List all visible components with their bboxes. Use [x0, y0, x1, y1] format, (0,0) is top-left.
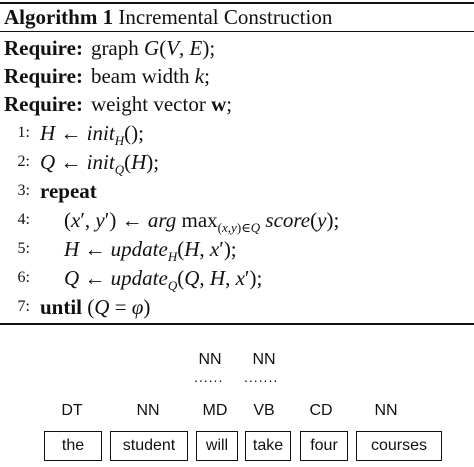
pos-tag: CD	[309, 402, 333, 419]
word-box: will	[196, 431, 238, 461]
step-code: (x′, y′) ← arg max(x,y)∈Q score(y);	[64, 208, 340, 236]
pos-tag: DT	[61, 402, 83, 419]
bottom-rule	[0, 323, 474, 325]
word-box: courses	[356, 431, 442, 461]
require-text: weight vector w;	[90, 92, 233, 116]
until-keyword: until	[40, 295, 83, 319]
require-line-graph: Require: graph G(V, E);	[4, 35, 215, 61]
step-number: 6:	[17, 269, 30, 286]
candidate-dots: ......	[194, 369, 224, 385]
step-number: 2:	[17, 153, 30, 170]
top-rule	[0, 2, 474, 4]
algorithm-label: Algorithm 1	[4, 5, 114, 29]
algorithm-name: Incremental Construction	[118, 5, 333, 29]
algorithm-title: Algorithm 1 Incremental Construction	[4, 4, 332, 30]
step-number: 7:	[17, 298, 30, 315]
require-line-beam: Require: beam width k;	[4, 63, 210, 89]
step-code: Q ← initQ(H);	[40, 150, 160, 178]
step-code: H ← updateH(H, x′);	[64, 237, 237, 265]
word-box: the	[44, 431, 102, 461]
step-number: 1:	[17, 124, 30, 141]
step-number: 4:	[17, 211, 30, 228]
require-line-weight: Require: weight vector w;	[4, 91, 232, 117]
require-text: beam width k;	[90, 64, 210, 88]
require-keyword: Require:	[4, 92, 83, 116]
require-keyword: Require:	[4, 36, 83, 60]
word-box: take	[245, 431, 291, 461]
step-code: Q ← updateQ(Q, H, x′);	[64, 266, 263, 294]
step-code: H ← initH();	[40, 121, 144, 149]
repeat-keyword: repeat	[40, 179, 97, 203]
pos-tag: VB	[253, 402, 275, 419]
word-box: four	[300, 431, 348, 461]
candidate-tag: NN	[198, 351, 222, 368]
step-code: until (Q = φ)	[40, 295, 151, 319]
require-text: graph G(V, E);	[90, 36, 216, 60]
pos-tag: NN	[136, 402, 160, 419]
candidate-tag: NN	[252, 351, 276, 368]
word-box: student	[110, 431, 188, 461]
pos-tag: MD	[202, 402, 228, 419]
step-number: 5:	[17, 240, 30, 257]
candidate-dots: .......	[244, 369, 279, 385]
require-keyword: Require:	[4, 64, 83, 88]
pos-tag: NN	[374, 402, 398, 419]
step-number: 3:	[17, 182, 30, 199]
title-rule	[0, 31, 474, 32]
